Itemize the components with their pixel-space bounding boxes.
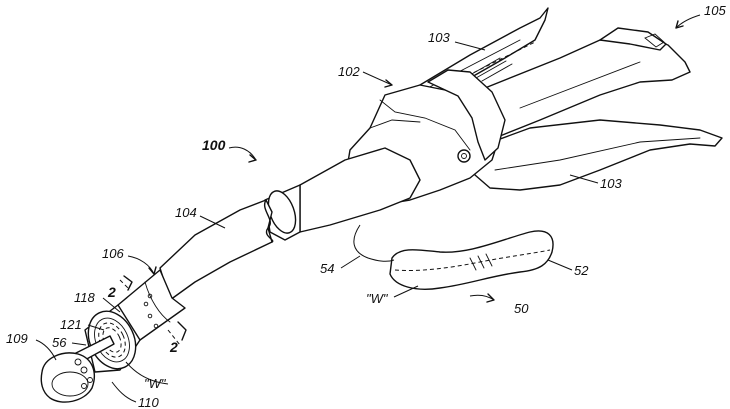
label-103-top: 103: [428, 30, 450, 45]
label-56: 56: [52, 335, 67, 350]
label-103-bottom: 103: [600, 176, 622, 191]
label-121: 121: [60, 317, 82, 332]
label-2-upper: 2: [107, 284, 116, 300]
label-118: 118: [74, 290, 95, 305]
label-105: 105: [704, 3, 726, 18]
label-109: 109: [6, 331, 28, 346]
label-104: 104: [175, 205, 197, 220]
label-50: 50: [514, 301, 529, 316]
label-52: 52: [574, 263, 589, 278]
label-100: 100: [202, 137, 226, 153]
handle-assembly: [300, 8, 722, 232]
label-110: 110: [138, 395, 159, 409]
elongated-shaft: [118, 185, 301, 340]
label-w-lower: "W": [144, 376, 167, 391]
label-54: 54: [320, 261, 334, 276]
buttress-pad: [354, 225, 553, 289]
label-102: 102: [338, 64, 360, 79]
label-106: 106: [102, 246, 124, 261]
label-2-lower: 2: [169, 339, 178, 355]
label-w-pad: "W": [366, 291, 389, 306]
